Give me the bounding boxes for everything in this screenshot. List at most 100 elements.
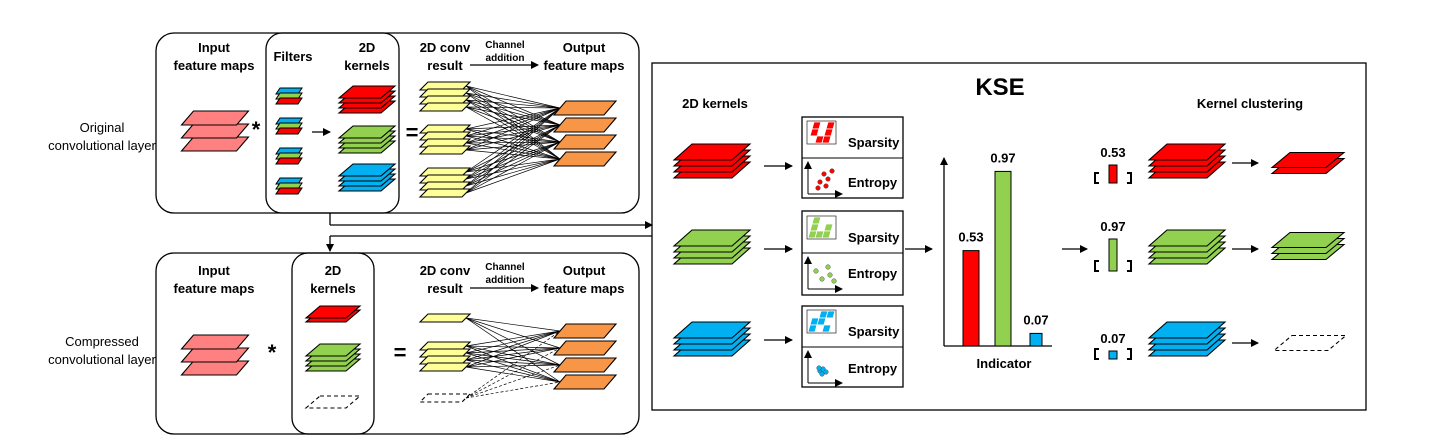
bottom-kernels-label-2: kernels xyxy=(310,281,356,296)
metric-box-green: Sparsity Entropy xyxy=(801,210,904,296)
cluster-value-2: 0.07 xyxy=(1100,331,1125,346)
connection-line xyxy=(465,124,561,151)
bottom-kernels-red xyxy=(304,305,362,323)
entropy-icon xyxy=(804,256,843,293)
bottom-output-label-2: feature maps xyxy=(544,281,625,296)
bottom-channel-label-2: addition xyxy=(486,275,525,286)
sheet xyxy=(180,123,250,139)
top-kernels-label-2: kernels xyxy=(344,58,390,73)
connection-line xyxy=(465,317,561,332)
top-input-label-1: Input xyxy=(198,40,230,55)
original-layer-label-2: convolutional layer xyxy=(48,138,156,153)
filter-slab xyxy=(275,97,303,105)
connection-line xyxy=(465,124,561,173)
entropy-label: Entropy xyxy=(848,266,898,281)
sheet xyxy=(1270,151,1346,169)
entropy-dot xyxy=(823,369,829,375)
filter-block xyxy=(275,117,303,135)
original-layer-label-1: Original xyxy=(80,120,125,135)
connection-line xyxy=(465,107,561,180)
top-input-stack xyxy=(180,110,250,152)
bottom-channel-label-1: Channel xyxy=(485,262,525,273)
cluster-out-green xyxy=(1270,231,1346,261)
kse-kernels-red xyxy=(672,143,752,179)
top-output-label-1: Output xyxy=(563,40,606,55)
bottom-input-label-2: feature maps xyxy=(174,281,255,296)
top-kernels-label-1: 2D xyxy=(359,40,376,55)
bottom-output-sheet xyxy=(552,340,618,356)
sheet xyxy=(1147,143,1227,161)
connection-line xyxy=(465,107,561,151)
entropy-dot xyxy=(815,185,821,191)
top-kernels-blue xyxy=(337,163,397,192)
indicator-bar-label-0: 0.53 xyxy=(958,230,983,245)
sheet xyxy=(304,305,362,319)
compressed-layer-label-1: Compressed xyxy=(65,334,139,349)
bottom-channel-connections xyxy=(465,317,561,399)
connection-line xyxy=(465,124,561,130)
bottom-conv-label-1: 2D conv xyxy=(420,263,471,278)
sheet xyxy=(672,143,752,161)
connection-line xyxy=(465,149,561,160)
cluster-indicators: 0.530.970.07 xyxy=(1094,145,1132,360)
kse-title: KSE xyxy=(975,74,1024,101)
indicator-bar-1 xyxy=(994,170,1012,347)
top-equals: = xyxy=(406,120,419,145)
sheet xyxy=(337,125,397,139)
kse-clustering-label: Kernel clustering xyxy=(1197,96,1303,111)
indicator-label: Indicator xyxy=(977,356,1032,371)
bottom-input-stack xyxy=(180,334,250,376)
connection-line xyxy=(465,347,561,354)
indicator-bar-label-2: 0.07 xyxy=(1023,312,1048,327)
entropy-icon xyxy=(804,161,843,198)
sheet xyxy=(180,360,250,376)
sparsity-cell xyxy=(825,216,836,225)
connection-line xyxy=(465,330,561,368)
sheet xyxy=(1147,229,1227,247)
bottom-equals: = xyxy=(394,340,407,365)
top-output-sheet xyxy=(552,134,618,150)
compressed-layer-panel xyxy=(155,252,640,435)
cluster-in-blue xyxy=(1147,321,1227,357)
top-kernels-green xyxy=(337,125,397,154)
sheet xyxy=(180,110,250,126)
connection-line xyxy=(465,85,561,109)
sheet xyxy=(337,85,397,99)
cluster-out-empty xyxy=(1272,334,1348,352)
top-input-label-2: feature maps xyxy=(174,58,255,73)
indicator-bars: 0.530.970.07 xyxy=(958,150,1049,347)
connection-line xyxy=(465,107,561,173)
connection-line xyxy=(465,347,561,399)
top-kernels-red xyxy=(337,85,397,114)
sparsity-cell xyxy=(823,223,834,232)
entropy-dot xyxy=(813,268,819,274)
sparsity-icon xyxy=(806,309,837,334)
top-conv-label-1: 2D conv xyxy=(420,40,471,55)
connection-line xyxy=(465,364,561,399)
top-output-sheet xyxy=(552,100,618,116)
connection-line xyxy=(465,366,561,383)
bottom-shapes xyxy=(180,305,618,409)
sheet xyxy=(337,163,397,177)
sheet xyxy=(672,229,752,247)
kse-shapes xyxy=(672,143,1348,357)
connection-line xyxy=(465,107,561,187)
kse-panel xyxy=(651,62,1367,411)
indicator-bar-2 xyxy=(1029,332,1043,347)
metric-icons xyxy=(804,120,843,387)
entropy-dot xyxy=(816,365,822,371)
sheet xyxy=(180,347,250,363)
connection-line xyxy=(465,158,561,194)
entropy-dot xyxy=(819,371,825,377)
entropy-dot xyxy=(829,168,835,174)
sparsity-icon xyxy=(806,215,837,240)
sparsity-label: Sparsity xyxy=(848,324,900,339)
connection-line xyxy=(465,141,561,194)
connection-line xyxy=(465,158,561,173)
connection-line xyxy=(465,317,561,366)
sparsity-frame xyxy=(806,120,837,145)
top-shapes xyxy=(180,81,618,198)
connection-line xyxy=(465,330,561,361)
bottom-kernels-label-1: 2D xyxy=(325,263,342,278)
